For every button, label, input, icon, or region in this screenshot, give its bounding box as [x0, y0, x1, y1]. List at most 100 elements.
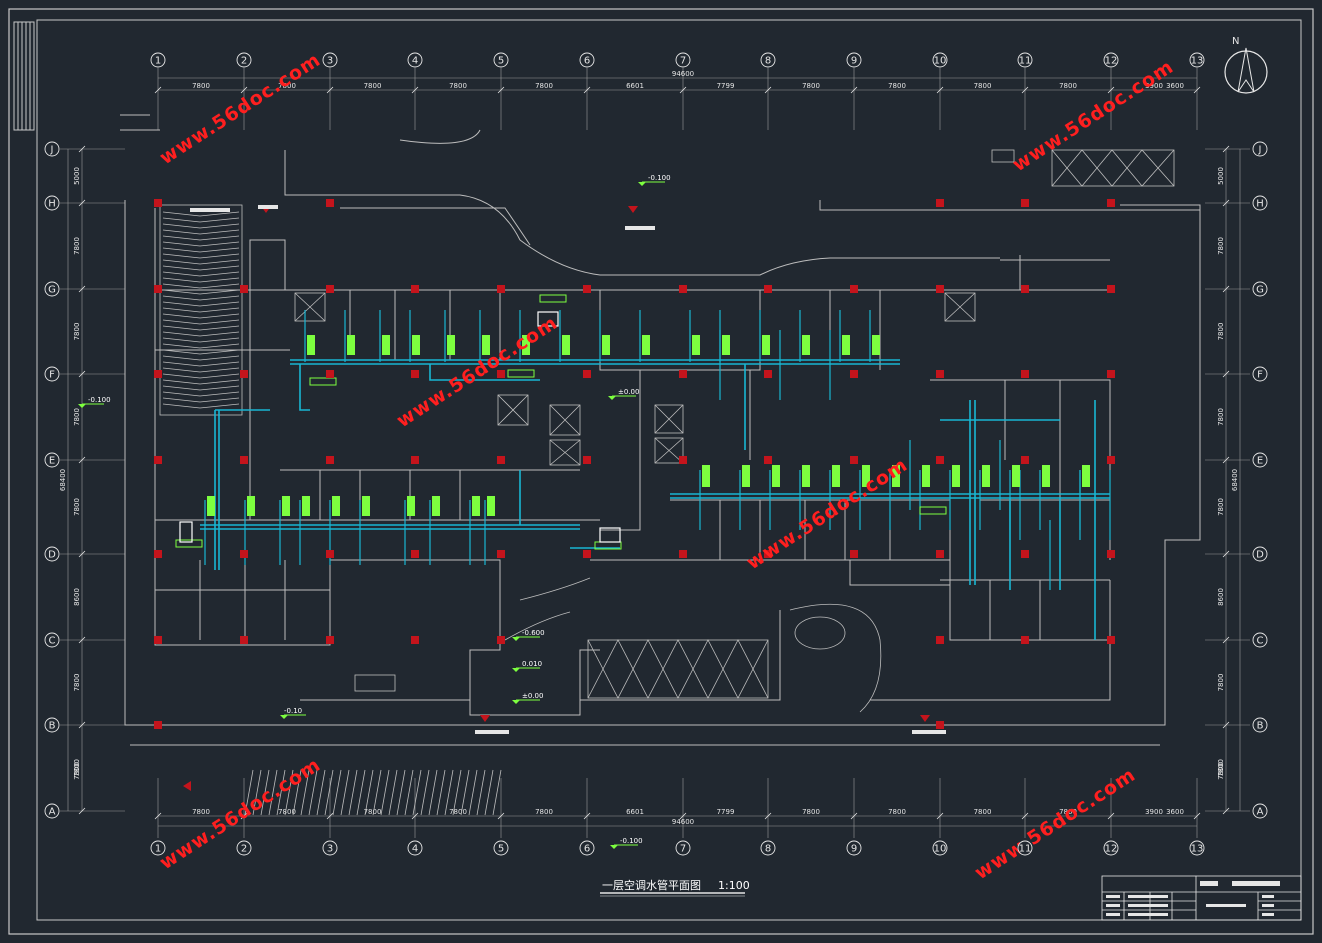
pipe-tag: [742, 465, 750, 487]
landscape-features: [244, 577, 882, 816]
grid-label: C: [1257, 636, 1264, 647]
grid-label: B: [1257, 721, 1264, 732]
valve-tag: [919, 506, 947, 515]
top-total-dimension: 94600: [672, 70, 694, 78]
right-dimension: 7800: [1217, 498, 1225, 516]
grid-label: 2: [241, 56, 247, 67]
pipe-tag: [362, 496, 370, 516]
dimension-lines: 7800 7800 7800 7800 7800 6601 7799 7800 7800 7800…: [59, 70, 1241, 827]
grid-bubble-row-J: J: [1252, 141, 1268, 157]
grid-bubble-col-9: 9: [846, 840, 862, 856]
top-dimension: 7800: [802, 82, 820, 90]
grid-bubble-row-A: A: [1252, 803, 1268, 819]
pipe-tag: [302, 496, 310, 516]
grid-bubble-col-7: 7: [675, 52, 691, 68]
grid-label: F: [1257, 370, 1263, 381]
column-mark: [411, 636, 419, 644]
elevation-text: ±0.00: [618, 388, 639, 396]
grid-bubble-col-12: 12: [1103, 52, 1119, 68]
grid-label: 11: [1019, 56, 1032, 67]
pipe-tag: [862, 465, 870, 487]
right-dimension: 7800: [1217, 408, 1225, 426]
bottom-dimension: 7799: [717, 808, 735, 816]
grid-bubble-col-11: 11: [1017, 52, 1033, 68]
valve-tag: [175, 539, 203, 548]
grid-bubble-row-H: H: [1252, 195, 1268, 211]
pipe-tag: [382, 335, 390, 355]
top-dimension: 7800: [278, 82, 296, 90]
grid-label: 5: [498, 844, 504, 855]
column-mark: [936, 199, 944, 207]
elevation-marker-3: ±0.00: [608, 388, 639, 400]
grid-bubble-row-D: D: [44, 546, 60, 562]
pipe-tag: [482, 335, 490, 355]
elevation-markers: -0.100 -0.100 ±0.00 -0.600 0.010 ±0.00 -…: [78, 174, 671, 849]
pipe-tag: [952, 465, 960, 487]
pipe-tag: [892, 465, 900, 487]
column-mark: [411, 370, 419, 378]
grid-label: H: [1256, 199, 1264, 210]
column-mark: [1021, 456, 1029, 464]
grid-bubble-row-H: H: [44, 195, 60, 211]
column-mark: [850, 285, 858, 293]
grid-label: G: [1256, 285, 1264, 296]
grid-label: 5: [498, 56, 504, 67]
column-mark: [1021, 636, 1029, 644]
column-mark: [936, 456, 944, 464]
entrance-labels: [190, 205, 946, 734]
bottom-dimension: 7800: [192, 808, 210, 816]
pipe-tag: [407, 496, 415, 516]
elevation-text: -0.600: [522, 629, 545, 637]
lift-shafts: [294, 292, 976, 466]
left-dimension: 7800: [73, 237, 81, 255]
grid-bubble-col-1: 1: [150, 52, 166, 68]
column-mark: [1021, 199, 1029, 207]
pipe-tag: [1082, 465, 1090, 487]
column-mark: [154, 285, 162, 293]
column-mark: [764, 285, 772, 293]
grid-bubble-row-J: J: [44, 141, 60, 157]
pipe-tag: [872, 335, 880, 355]
column-mark: [240, 285, 248, 293]
grid-label: 7: [680, 56, 686, 67]
grid-label: 12: [1105, 844, 1118, 855]
title-block-fills: [1106, 881, 1280, 916]
right-dimension: 7800: [1217, 674, 1225, 692]
grid-bubble-row-E: E: [44, 452, 60, 468]
column-mark: [679, 456, 687, 464]
pipe-tag: [207, 496, 215, 516]
grid-label: 2: [241, 844, 247, 855]
column-mark: [679, 285, 687, 293]
bottom-dimension: 7800: [535, 808, 553, 816]
column-mark: [497, 550, 505, 558]
grid-bubble-col-5: 5: [493, 52, 509, 68]
grid-label: A: [1257, 807, 1264, 818]
watermark-text: www.56doc.com: [156, 754, 325, 874]
bottom-dimension: 7800: [449, 808, 467, 816]
grid-bubble-col-13: 13: [1189, 52, 1205, 68]
elevation-marker-4: -0.600: [512, 629, 545, 641]
pipe-tag: [282, 496, 290, 516]
column-mark: [936, 285, 944, 293]
grid-bubble-col-3: 3: [322, 840, 338, 856]
pipe-tag: [487, 496, 495, 516]
grid-label: 4: [412, 56, 418, 67]
column-mark: [326, 456, 334, 464]
grid-bubble-col-2: 2: [236, 52, 252, 68]
bottom-dimension: 7800: [888, 808, 906, 816]
pipe-tag: [347, 335, 355, 355]
elevation-marker-5: 0.010: [512, 660, 542, 672]
grid-label: 1: [155, 56, 161, 67]
equipment-box: [599, 527, 621, 543]
bottom-dimension: 3900: [1145, 808, 1163, 816]
pipe-tag: [772, 465, 780, 487]
column-mark: [936, 370, 944, 378]
top-dimension: 7800: [974, 82, 992, 90]
bottom-dimension: 6601: [626, 808, 644, 816]
axis-lines: [60, 68, 1250, 838]
column-mark: [497, 370, 505, 378]
column-mark: [583, 285, 591, 293]
pipe-tag: [1042, 465, 1050, 487]
column-mark: [764, 370, 772, 378]
equipment-box: [179, 521, 193, 543]
